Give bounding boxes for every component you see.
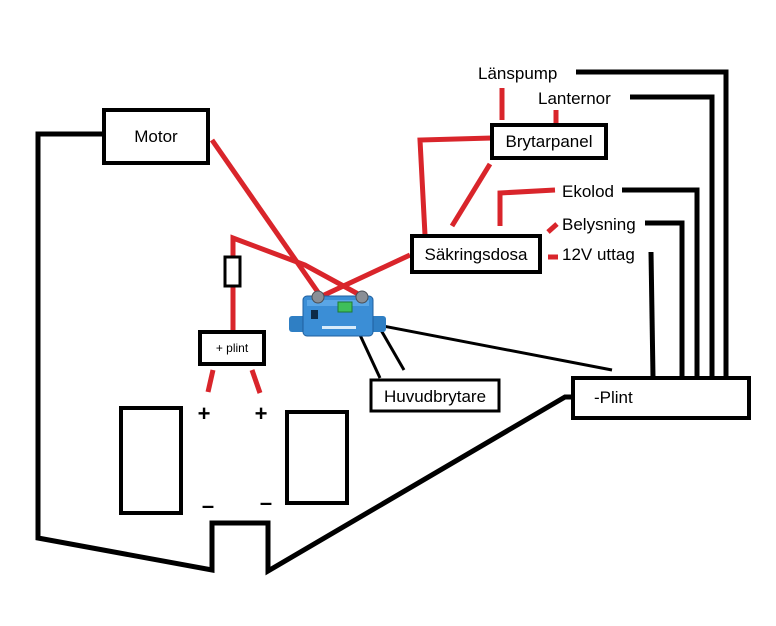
battery-protect-device-icon: victron energy (289, 290, 386, 342)
sakringsdosa-box: Säkringsdosa (410, 234, 542, 274)
wire-sakringsdosa-ekolod (497, 187, 556, 226)
wire-sakringsdosa-to-brytarpanel-left (417, 135, 493, 236)
load-belysning: Belysning (562, 215, 636, 234)
battery-right-minus: – (260, 490, 272, 515)
device-brand: victron energy (330, 337, 355, 342)
brytarpanel-label: Brytarpanel (506, 132, 593, 151)
positive-wires (205, 88, 559, 394)
wire-motor-negative (35, 131, 578, 576)
wire-lanternor-return (630, 94, 715, 377)
wire-sakringsdosa-to-brytarpanel-right (449, 162, 493, 228)
battery-left: + – (119, 401, 214, 518)
wire-uttag-return (648, 251, 656, 378)
wire-ekolod-return (622, 187, 700, 377)
motor-box: Motor (102, 108, 210, 165)
minus-plint-label: -Plint (594, 388, 633, 407)
wire-plus-plint-right (249, 369, 263, 394)
fuse (223, 255, 242, 288)
huvudbrytare-box: Huvudbrytare (369, 378, 501, 413)
wire-motor-positive (209, 138, 325, 300)
wire-sakringsdosa-belysning (546, 222, 559, 234)
wire-device-to-minus-plint (361, 320, 613, 372)
load-lanternor: Lanternor (538, 89, 611, 108)
signal-wires (352, 317, 613, 379)
motor-label: Motor (134, 127, 178, 146)
battery-left-minus: – (202, 493, 214, 518)
load-uttag: 12V uttag (562, 245, 635, 264)
load-lanspump: Länspump (478, 64, 557, 83)
negative-wires (35, 69, 729, 576)
battery-right-plus: + (255, 401, 268, 426)
wire-plus-plint-left (205, 369, 216, 393)
plus-plint-box: + plint (198, 330, 266, 366)
battery-right: + – (255, 401, 349, 515)
brytarpanel-box: Brytarpanel (490, 123, 608, 160)
load-ekolod: Ekolod (562, 182, 614, 201)
plus-plint-label: + plint (216, 341, 249, 355)
wire-device-to-sakringsdosa (320, 252, 412, 299)
sakringsdosa-label: Säkringsdosa (424, 245, 528, 264)
battery-left-plus: + (198, 401, 211, 426)
minus-plint-box: -Plint (571, 376, 751, 420)
wire-lanspump-return (576, 69, 729, 377)
huvudbrytare-label: Huvudbrytare (384, 387, 486, 406)
wire-belysning-return (645, 220, 685, 377)
wire-fuse-to-device (230, 234, 362, 298)
